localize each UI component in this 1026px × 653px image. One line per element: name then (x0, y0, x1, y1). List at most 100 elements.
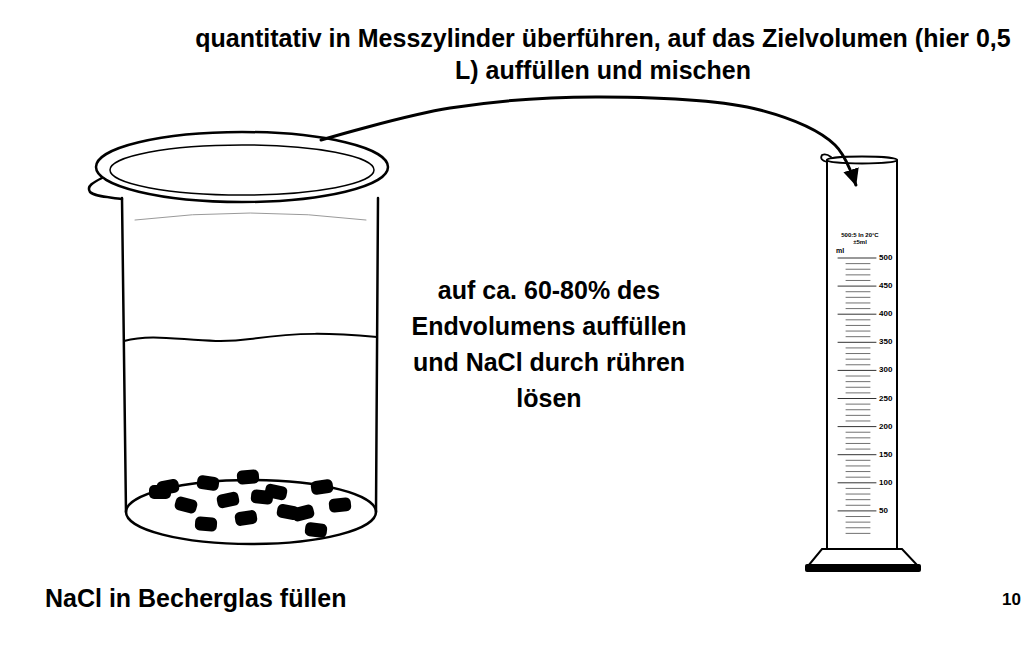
scale-number: 350 (879, 337, 892, 347)
edge-label: quantitativ in Messzylinder überführen, … (188, 22, 1018, 86)
scale-tick (846, 449, 870, 450)
scale-tick (838, 454, 876, 455)
nacl-crystal (195, 516, 218, 532)
scale-tick (846, 297, 870, 298)
nacl-crystal (310, 479, 334, 496)
scale-number: 500 (879, 253, 892, 263)
nacl-crystal (174, 495, 199, 514)
scale-tick (846, 527, 870, 528)
step-note: auf ca. 60-80% des Endvolumens auffüllen… (409, 272, 689, 416)
scale-tick (846, 420, 870, 421)
scale-number: 300 (879, 365, 892, 375)
scale-tick (846, 347, 870, 348)
scale-tick (846, 516, 870, 517)
scale-tick (846, 269, 870, 270)
page-number: 10 (1002, 590, 1021, 610)
beaker: NaCl in Becherglas füllen (85, 140, 390, 545)
scale-tick (846, 308, 870, 309)
nacl-crystal (196, 475, 220, 492)
scale-tick (846, 460, 870, 461)
nacl-crystal (149, 485, 171, 499)
scale-number: 200 (879, 422, 892, 432)
cylinder-drawing (805, 154, 921, 572)
cylinder-base (805, 564, 921, 572)
cylinder-wall (896, 160, 898, 549)
beaker-rim-inner (110, 145, 374, 195)
scale-tick (846, 465, 870, 466)
scale-tick (838, 314, 876, 315)
beaker-bottom (126, 480, 376, 544)
scale-tick (838, 398, 876, 399)
scale-tick (838, 370, 876, 371)
scale-tick (838, 286, 876, 287)
scale-number: 50 (879, 506, 888, 516)
nacl-crystal (291, 504, 316, 523)
scale-tick (846, 353, 870, 354)
beaker-inner-line (135, 213, 366, 220)
scale-tick (846, 533, 870, 534)
cylinder-marking: 500:5 In 20°C ±5ml (840, 232, 880, 246)
scale-tick (846, 280, 870, 281)
scale-tick (846, 392, 870, 393)
beaker-spout (89, 178, 122, 199)
nacl-crystals (149, 469, 352, 538)
scale-tick (846, 387, 870, 388)
cylinder-foot (808, 549, 918, 566)
scale-tick (846, 522, 870, 523)
scale-tick (846, 331, 870, 332)
cylinder-opening (827, 157, 897, 164)
scale-tick (846, 499, 870, 500)
scale-tick (846, 404, 870, 405)
cylinder-lip (821, 154, 831, 162)
scale-tick (838, 258, 876, 259)
nacl-crystal (250, 489, 273, 505)
step-caption: NaCl in Becherglas füllen (45, 583, 346, 613)
beaker-side (122, 198, 126, 512)
scale-tick (846, 263, 870, 264)
transfer-arrow (321, 97, 856, 185)
beaker-drawing (89, 132, 388, 544)
scale-tick (846, 477, 870, 478)
scale-tick (846, 319, 870, 320)
nacl-crystal (304, 522, 328, 539)
scale-tick (846, 505, 870, 506)
scale-tick (846, 364, 870, 365)
scale-tick (846, 376, 870, 377)
nacl-crystal (236, 469, 259, 485)
scale-tick (846, 325, 870, 326)
scale-tick (846, 415, 870, 416)
scale-number: 450 (879, 281, 892, 291)
scale-tick (846, 291, 870, 292)
scale-tick (846, 359, 870, 360)
unit-label: ml (836, 247, 844, 255)
water-surface (124, 334, 377, 341)
scale-tick (846, 381, 870, 382)
scale-tick (846, 432, 870, 433)
scale-tick (846, 494, 870, 495)
nacl-crystal (234, 509, 258, 526)
scale-tick (846, 274, 870, 275)
cylinder-body (827, 160, 897, 550)
scale-tick (838, 482, 876, 483)
cylinder-scale (838, 258, 876, 533)
graduated-cylinder: 500:5 In 20°C ±5mlml 500 450 400 350 300 250 20… (808, 185, 922, 575)
nacl-crystal (216, 491, 240, 509)
scale-tick (846, 471, 870, 472)
scale-number: 150 (879, 450, 892, 460)
scale-number: 400 (879, 309, 892, 319)
scale-tick (846, 302, 870, 303)
scale-tick (846, 443, 870, 444)
scale-tick (838, 342, 876, 343)
scale-tick (838, 426, 876, 427)
scale-number: 100 (879, 478, 892, 488)
scale-tick (846, 488, 870, 489)
scale-tick (846, 437, 870, 438)
beaker-rim (96, 132, 388, 202)
scale-tick (846, 409, 870, 410)
nacl-crystal (328, 497, 351, 513)
cylinder-wall (826, 160, 828, 549)
scale-tick (838, 510, 876, 511)
scale-tick (846, 336, 870, 337)
scale-number: 250 (879, 394, 892, 404)
